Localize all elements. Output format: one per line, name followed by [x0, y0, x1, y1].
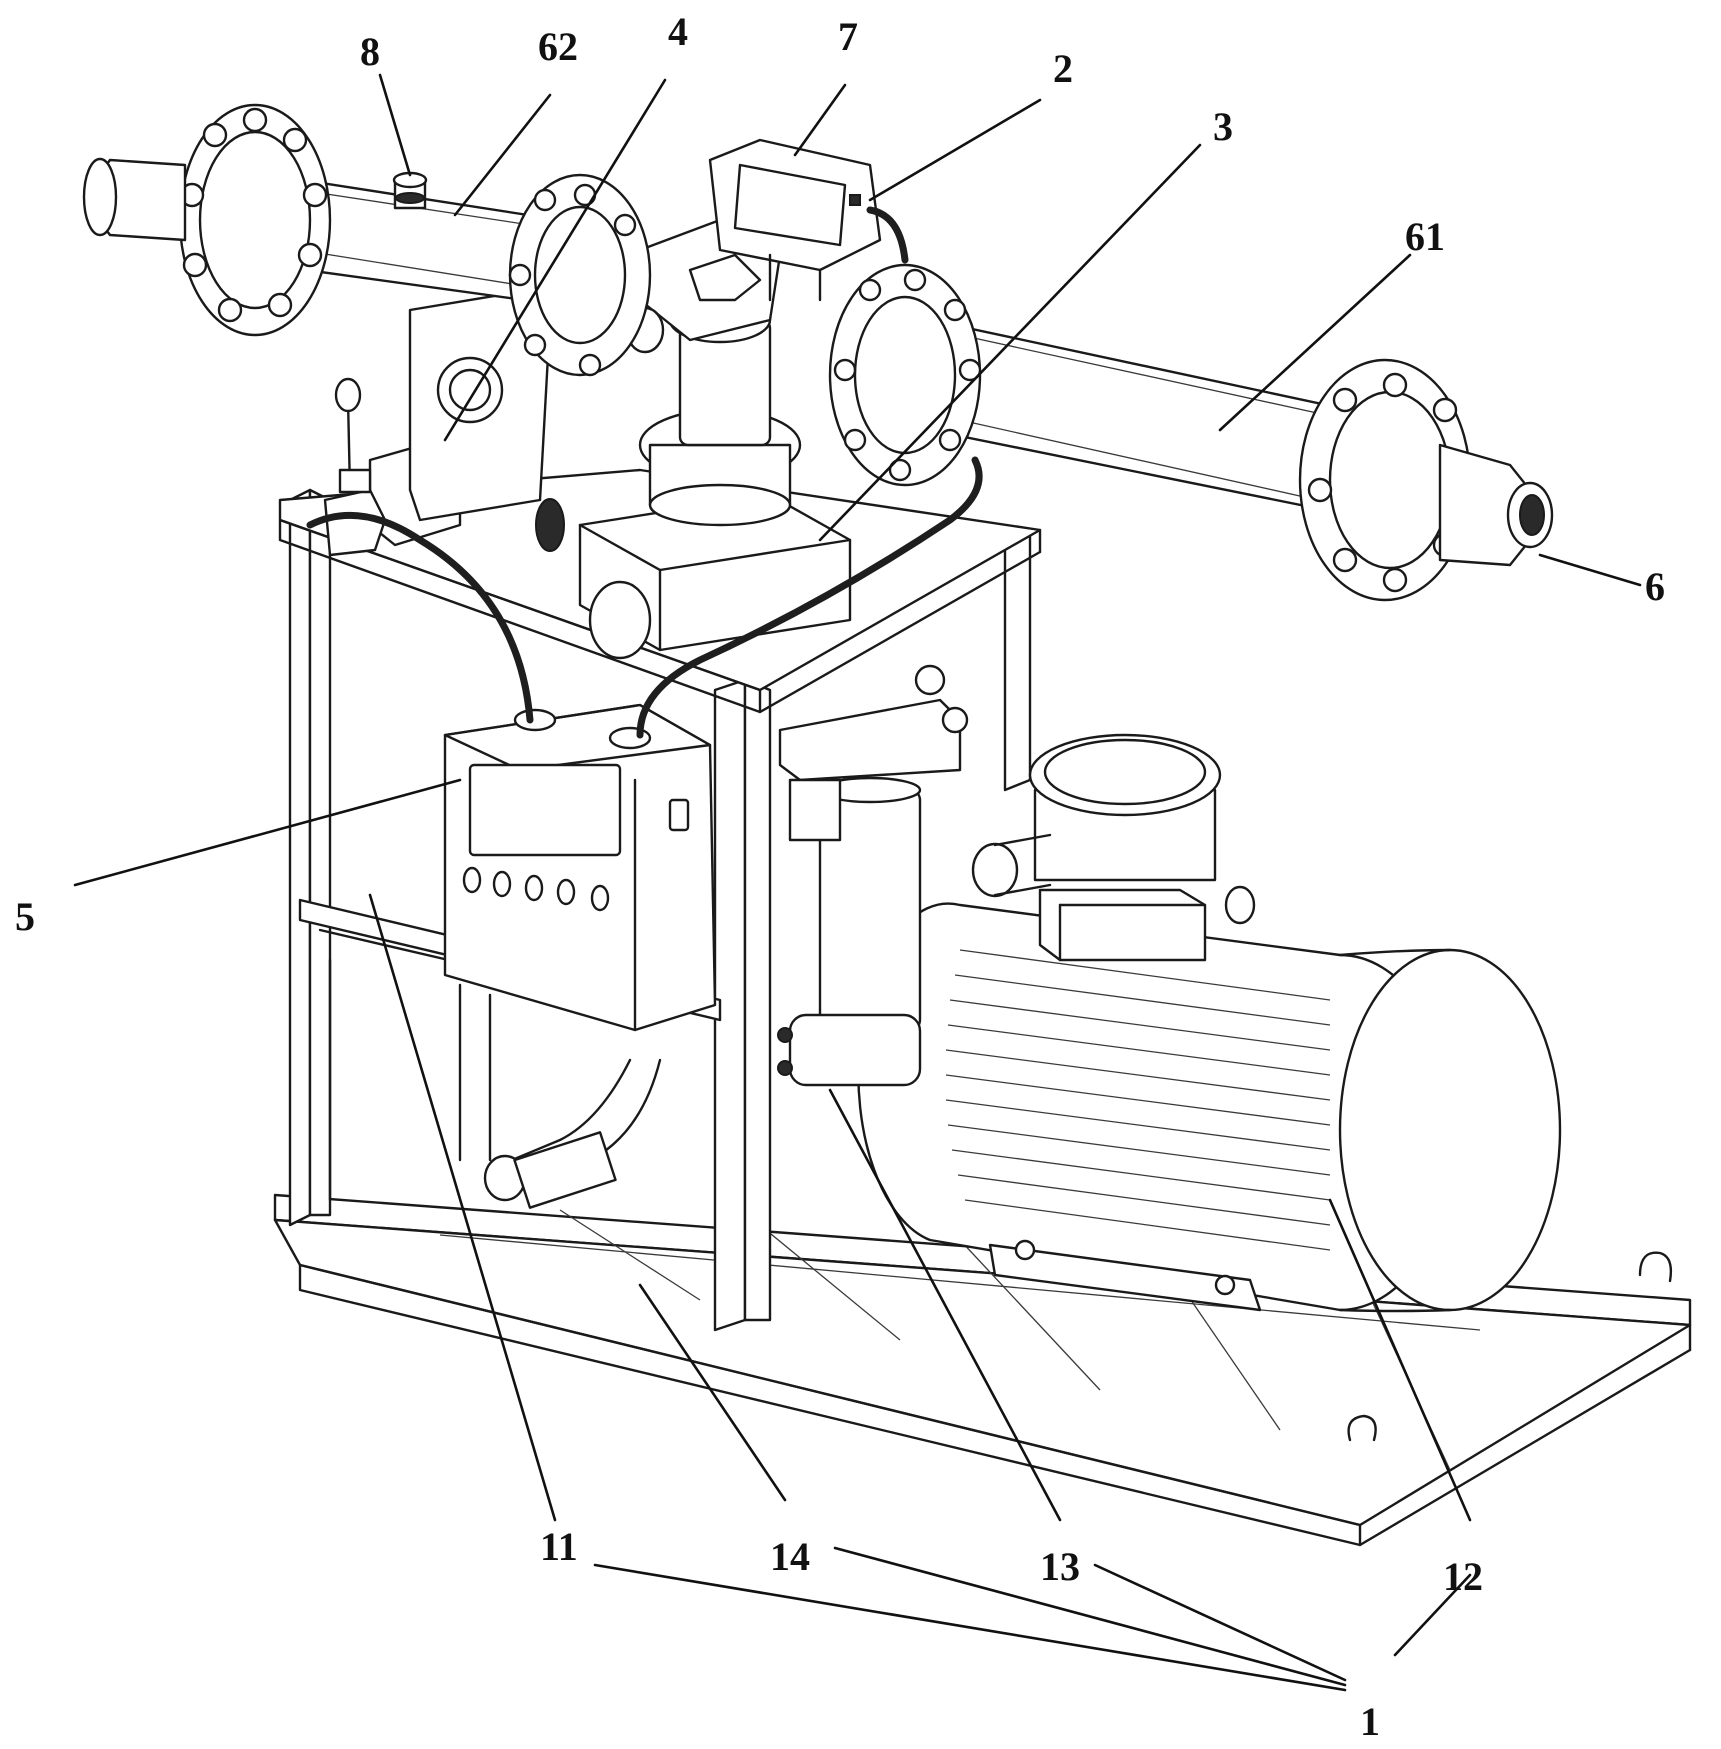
cabinet-buttons: [462, 866, 610, 912]
electric-motor: [857, 733, 1562, 1313]
label-8: 8: [360, 29, 380, 74]
left-flange-bolts: [179, 107, 328, 323]
manual-valve: [323, 288, 552, 557]
label-5: 5: [15, 894, 35, 939]
label-1: 1: [1360, 1699, 1380, 1744]
cables: [306, 206, 983, 739]
label-11: 11: [540, 1524, 578, 1569]
label-2: 2: [1053, 46, 1073, 91]
control-cabinet: [443, 703, 717, 1162]
pump-coupling: [483, 664, 969, 1209]
cabinet-display: [468, 763, 622, 857]
reference-numerals: 8 62 4 7 2 3 61 6 5 11 14 13 12 1: [15, 9, 1665, 1744]
leader-lines: [73, 73, 1642, 1692]
label-13: 13: [1040, 1544, 1080, 1589]
pipeline-62: [82, 103, 652, 377]
pipeline-61: [828, 263, 1554, 602]
label-14: 14: [770, 1534, 810, 1579]
display-unit: [708, 138, 882, 302]
label-6: 6: [1645, 564, 1665, 609]
label-12: 12: [1443, 1554, 1483, 1599]
label-61: 61: [1405, 214, 1445, 259]
manifold-block: [535, 218, 852, 660]
label-4: 4: [668, 9, 688, 54]
motor-cooling-fins: [945, 949, 1331, 1251]
label-7: 7: [838, 14, 858, 59]
label-3: 3: [1213, 104, 1233, 149]
label-62: 62: [538, 24, 578, 69]
